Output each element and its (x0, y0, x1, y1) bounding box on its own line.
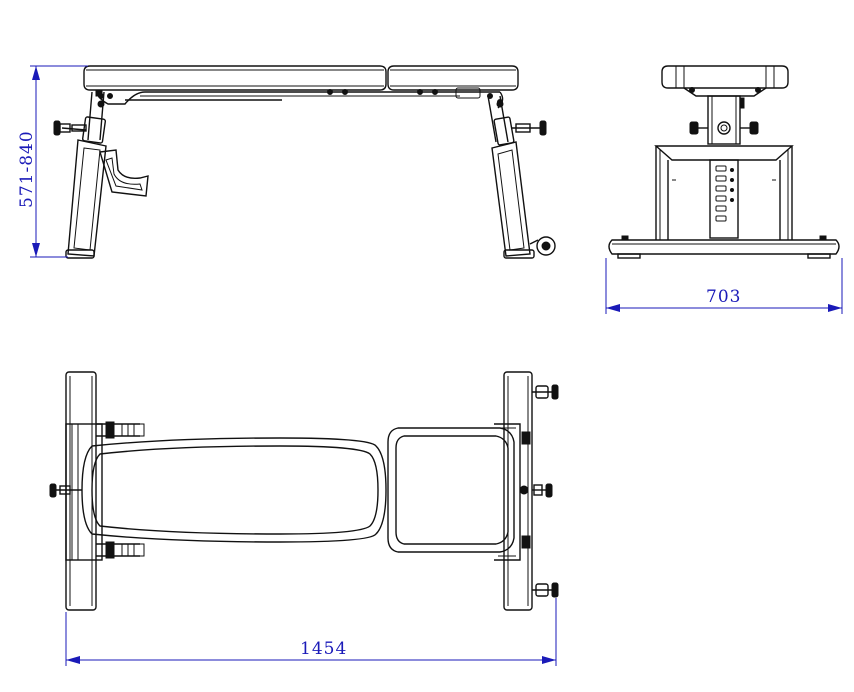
side-rear-leg (487, 95, 535, 259)
side-front-knob (53, 120, 87, 136)
front-post-lower (709, 159, 739, 239)
width-dimension: 703 (605, 258, 843, 314)
front-seat (661, 65, 789, 97)
length-dimension-label: 1454 (300, 639, 347, 659)
height-dimension-label: 571-840 (17, 130, 37, 208)
top-left-supports (96, 421, 145, 559)
front-frame (654, 145, 794, 240)
side-seat-pads (83, 65, 519, 91)
side-rear-knob (512, 120, 547, 136)
top-view (49, 371, 559, 611)
side-wheel (529, 236, 556, 256)
side-front-leg (65, 89, 107, 259)
top-main-pad (81, 437, 387, 543)
top-right-frame (494, 423, 531, 561)
front-base (608, 235, 840, 259)
width-dimension-label: 703 (706, 287, 741, 307)
side-view (53, 65, 556, 259)
top-left-foot (65, 371, 103, 611)
height-dimension: 571-840 (17, 65, 88, 258)
top-left-knob (49, 483, 82, 498)
front-view (608, 65, 840, 259)
top-right-knobs (532, 384, 559, 598)
top-right-foot (503, 371, 533, 611)
top-second-pad (387, 427, 515, 553)
side-frame (95, 87, 504, 109)
front-post-upper (689, 95, 759, 145)
side-handle (99, 149, 149, 197)
length-dimension: 1454 (65, 598, 557, 666)
